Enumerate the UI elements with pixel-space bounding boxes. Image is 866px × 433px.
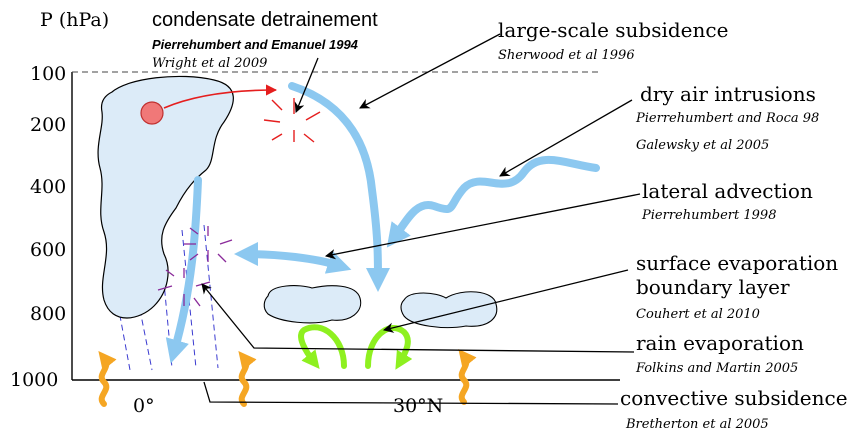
large-scale-subsidence-arrow [292,86,378,280]
tick-800: 800 [30,303,66,325]
dry-air-cite-2: Galewsky et al 2005 [636,138,769,153]
rain-cite-1: Folkins and Martin 2005 [635,361,798,376]
label-subsidence: large-scale subsidence Sherwood et al 19… [498,18,728,63]
lateral-advection-arrow [246,254,340,266]
y-axis-label: P (hPa) [40,9,109,31]
tick-equator: 0° [133,395,155,417]
subsidence-title: large-scale subsidence [498,18,728,42]
convective-cloud-shape [98,76,233,318]
tick-400: 400 [30,176,66,198]
lateral-cite-1: Pierrehumbert 1998 [641,208,776,223]
label-surface: surface evaporation boundary layer Couhe… [636,251,838,322]
label-convective: convective subsidence Bretherton et al 2… [620,386,848,432]
convective-cite-1: Bretherton et al 2005 [625,417,769,432]
subsidence-cite-1: Sherwood et al 1996 [498,48,635,63]
convective-title: convective subsidence [620,386,848,410]
dry-air-title: dry air intrusions [640,82,816,106]
surface-evaporation-arrows [301,327,408,366]
surface-cite-1: Couhert et al 2010 [636,307,760,322]
surface-title-2: boundary layer [636,275,790,299]
tick-30n: 30°N [393,395,443,417]
condensate-title: condensate detrainement [152,9,378,31]
dry-air-cite-1: Pierrehumbert and Roca 98 [635,111,819,126]
red-droplet-icon [141,102,163,124]
dry-air-intrusion-wavy-arrow [394,160,596,238]
label-dry-air: dry air intrusions Pierrehumbert and Roc… [635,82,819,153]
tick-600: 600 [30,239,66,261]
pointer-subsidence [360,34,500,108]
surface-title-1: surface evaporation [636,251,838,275]
rain-title: rain evaporation [636,331,804,355]
tick-1000: 1000 [10,369,58,391]
label-rain: rain evaporation Folkins and Martin 2005 [635,331,804,376]
tick-200: 200 [30,114,66,136]
low-cloud-left [264,286,360,323]
label-lateral: lateral advection Pierrehumbert 1998 [641,179,813,223]
tick-100: 100 [30,63,66,85]
condensate-cite-1: Pierrehumbert and Emanuel 1994 [152,37,359,52]
label-condensate: condensate detrainement Pierrehumbert an… [152,9,378,71]
lateral-title: lateral advection [642,179,813,203]
condensate-cite-2: Wright et al 2009 [152,56,267,71]
red-burst-icon [264,98,320,142]
